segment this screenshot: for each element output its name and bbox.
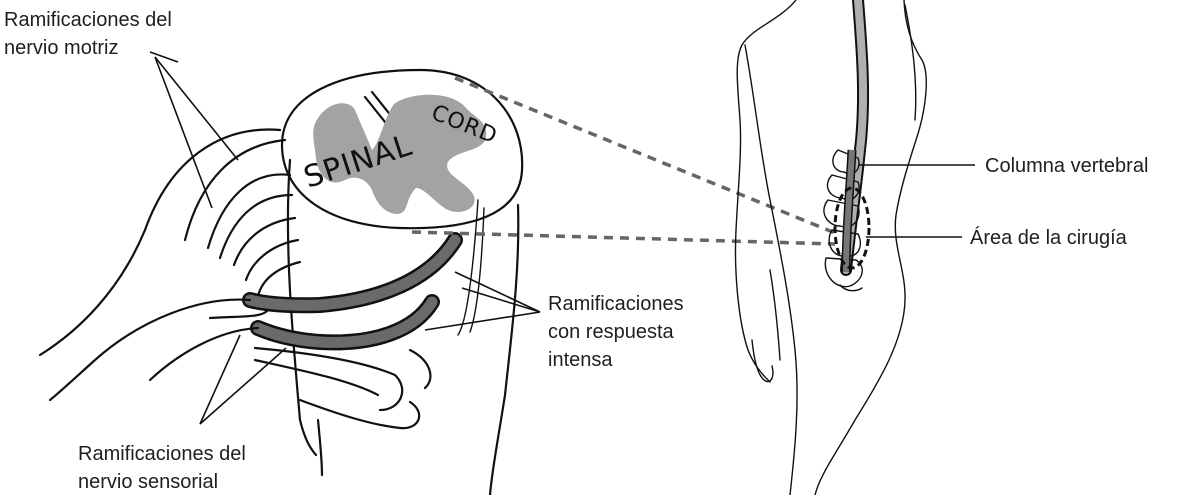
motor-nerve-label-line2: nervio motriz xyxy=(4,37,118,59)
vertebral-column xyxy=(824,150,862,291)
intense-response-label-line2: con respuesta xyxy=(548,321,675,343)
leader-lines-right xyxy=(858,165,975,237)
body-silhouette xyxy=(736,0,927,495)
intense-response-label-line3: intensa xyxy=(548,349,613,371)
surgery-area-label: Área de la cirugía xyxy=(970,226,1128,249)
sensory-nerve-label: Ramificaciones del xyxy=(78,443,246,465)
intense-response-branches xyxy=(250,240,455,342)
cord-cross-section: SPINAL CORD xyxy=(282,70,522,228)
motor-nerve-label: Ramificaciones del xyxy=(4,9,172,31)
spine-label: Columna vertebral xyxy=(985,155,1148,177)
sensory-nerve-label-line2: nervio sensorial xyxy=(78,471,218,493)
intense-response-label: Ramificaciones xyxy=(548,293,684,315)
spinal-cord-illustration: SPINAL CORD xyxy=(40,52,540,495)
